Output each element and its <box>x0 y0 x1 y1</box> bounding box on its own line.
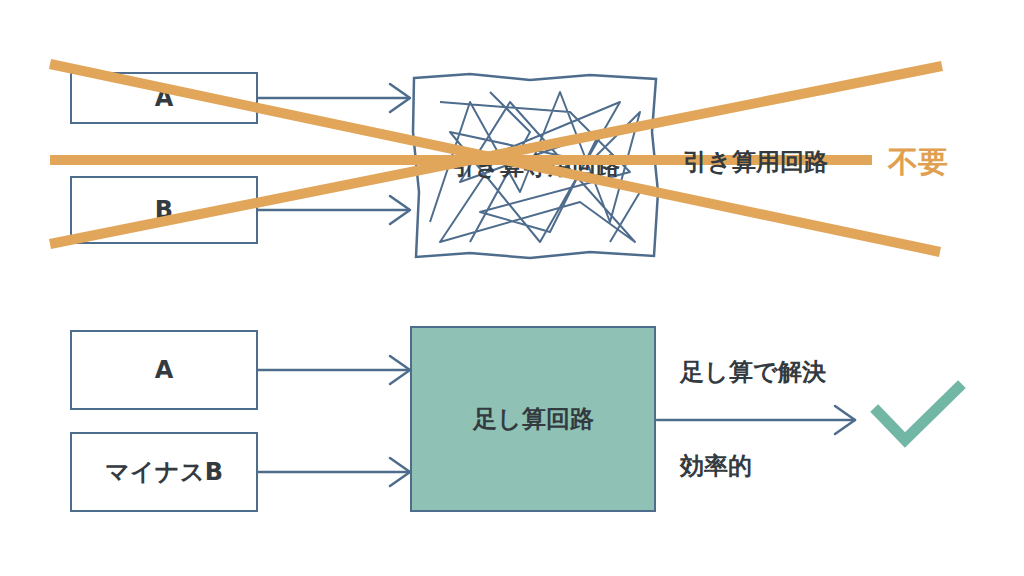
annotation-text: 効率的 <box>680 450 752 482</box>
node-text: 足し算回路 <box>473 405 594 434</box>
annotation-text: 足し算で解決 <box>680 356 826 388</box>
input-box: マイナスB <box>70 432 258 512</box>
input-box: A <box>70 330 258 410</box>
node-text: マイナスB <box>105 458 223 487</box>
input-arrow <box>258 356 410 384</box>
adder-circuit-box: 足し算回路 <box>410 326 656 512</box>
node-text: A <box>155 356 174 385</box>
annotation-text: 引き算用回路 <box>683 146 828 178</box>
unneeded-note: 不要 <box>888 142 948 183</box>
input-arrow <box>258 458 410 486</box>
